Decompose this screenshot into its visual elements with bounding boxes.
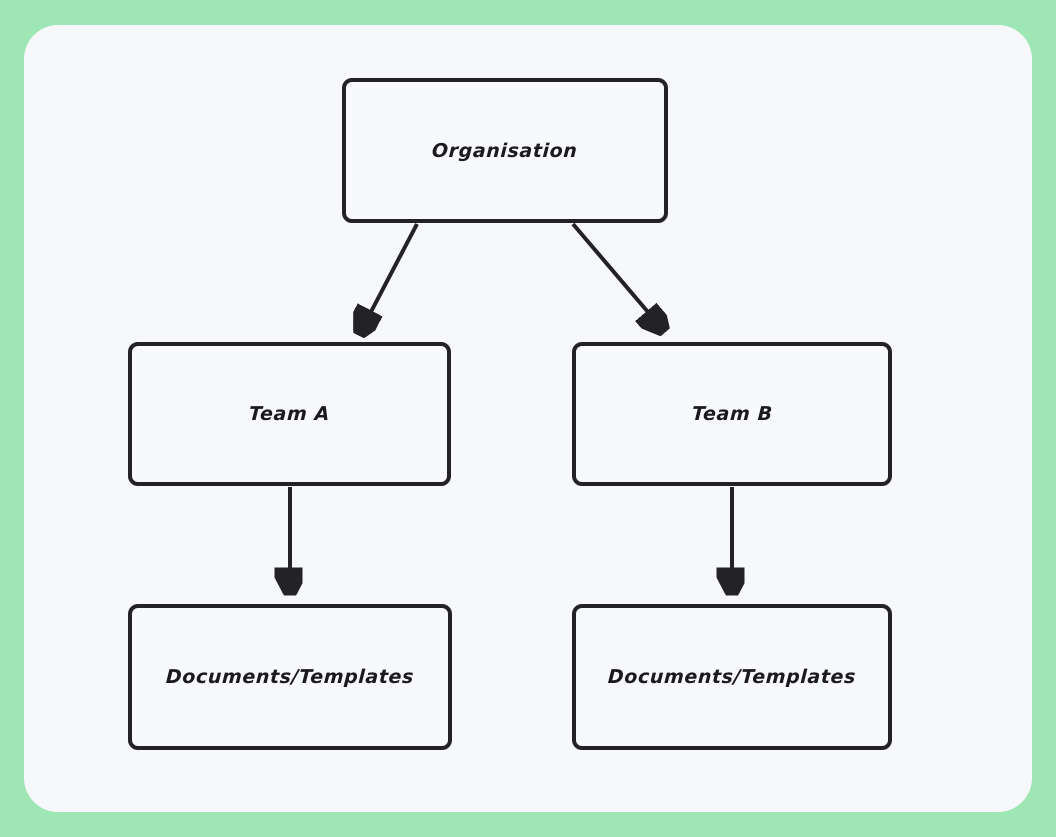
node-documents-templates-b[interactable]: Documents/Templates: [572, 604, 892, 750]
node-team-b-label: Team B: [691, 403, 773, 425]
node-team-a[interactable]: Team A: [128, 342, 451, 486]
node-documents-templates-a-label: Documents/Templates: [165, 666, 415, 688]
node-team-a-label: Team A: [248, 403, 331, 425]
node-team-b[interactable]: Team B: [572, 342, 892, 486]
node-organisation-label: Organisation: [431, 139, 579, 162]
node-documents-templates-b-label: Documents/Templates: [607, 666, 857, 688]
edge-organisation-to-team-a: [363, 223, 419, 327]
node-organisation[interactable]: Organisation: [342, 78, 668, 223]
edge-organisation-to-team-b: [571, 222, 659, 325]
node-documents-templates-a[interactable]: Documents/Templates: [128, 604, 452, 750]
